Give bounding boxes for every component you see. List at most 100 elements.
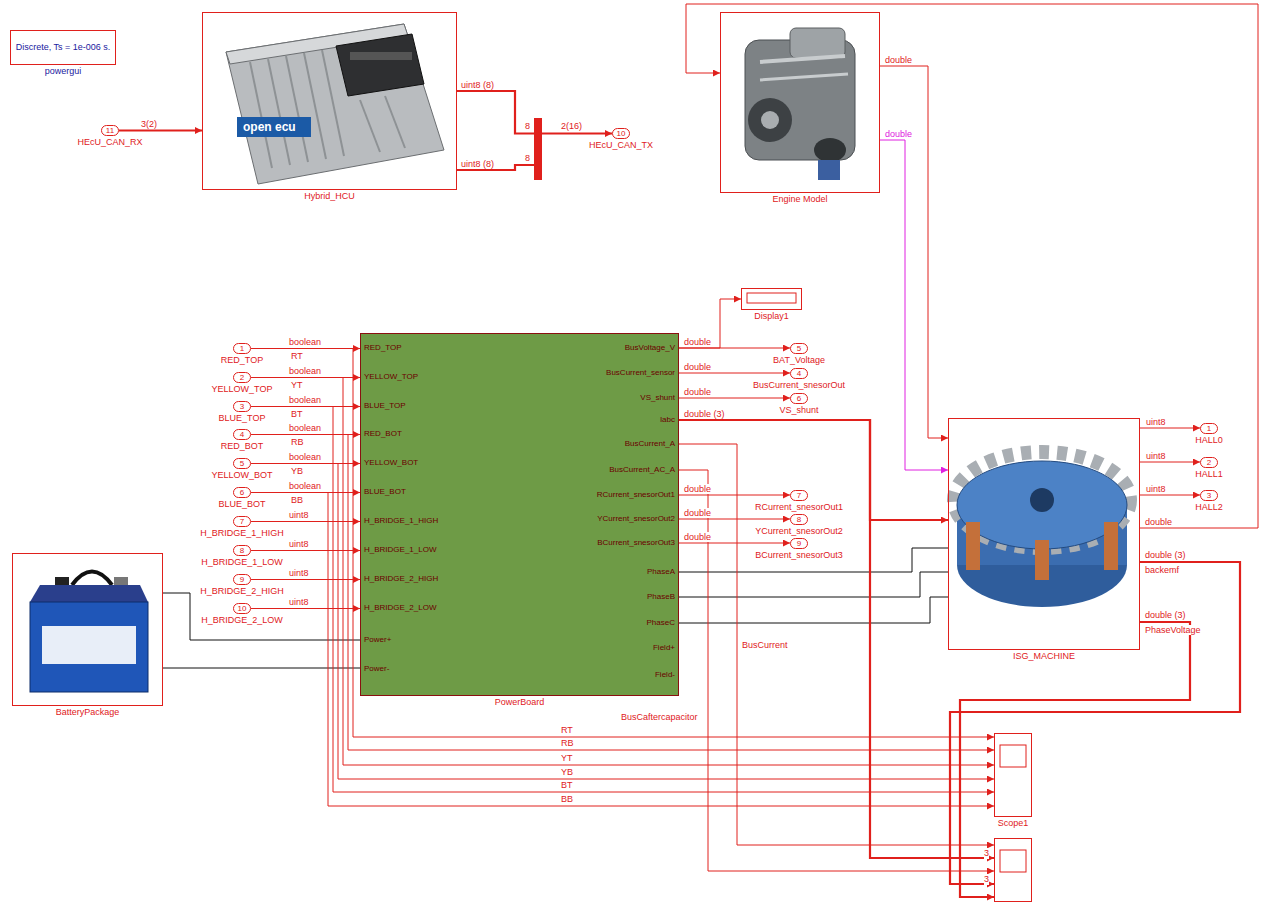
signal-line <box>163 593 360 640</box>
inport: 6BLUE_BOT <box>233 487 251 498</box>
inport: 7H_BRIDGE_1_HIGH <box>233 516 251 527</box>
signal-line <box>679 420 948 520</box>
signal-label: BB <box>560 794 574 804</box>
signal-line <box>679 519 790 520</box>
signal-line <box>679 543 790 544</box>
signal-label: double <box>683 508 712 518</box>
inport: 3BLUE_TOP <box>233 401 251 412</box>
signal-line <box>880 140 948 470</box>
signal-label: YB <box>290 466 304 476</box>
signal-line <box>1140 495 1200 496</box>
port-number: 5 <box>791 344 807 353</box>
port-number: 1 <box>1201 424 1217 433</box>
signal-label: PhaseVoltage <box>1144 625 1202 635</box>
pin-label: H_BRIDGE_1_HIGH <box>364 516 438 526</box>
inport: 1RED_TOP <box>233 343 251 354</box>
inport: 8H_BRIDGE_1_LOW <box>233 545 251 556</box>
port-number: 3 <box>1201 491 1217 500</box>
port-name: HEcU_CAN_RX <box>77 137 142 148</box>
signal-line <box>679 470 994 871</box>
signal-line <box>950 562 1240 884</box>
signal-width: 3 <box>984 874 989 885</box>
inport: 10H_BRIDGE_2_LOW <box>233 603 251 614</box>
engine-block: Engine Model <box>720 12 880 193</box>
block-name: powergui <box>45 66 82 77</box>
signal-label: uint8 <box>288 539 310 549</box>
signal-label: RT <box>290 351 304 361</box>
signal-line <box>119 129 202 131</box>
signal-line <box>1140 428 1200 429</box>
signal-label: YT <box>290 380 304 390</box>
outport: 2HALL1 <box>1200 457 1218 468</box>
port-name: BLUE_BOT <box>218 499 265 510</box>
pin-label: H_BRIDGE_1_LOW <box>364 545 436 555</box>
signal-label: RT <box>560 725 574 735</box>
port-number: 6 <box>234 488 250 497</box>
port-number: 1 <box>234 344 250 353</box>
signal-label: uint8 <box>288 510 310 520</box>
pin-label: PhaseB <box>647 592 675 602</box>
port-name: RED_TOP <box>221 355 263 366</box>
port-number: 11 <box>102 126 118 135</box>
pin-label: Power+ <box>364 635 391 645</box>
port-number: 10 <box>234 604 250 613</box>
signal-label: RB <box>560 738 575 748</box>
outport: 7RCurrent_snesorOut1 <box>790 490 808 501</box>
signal-label: 8 <box>524 153 531 163</box>
signal-label: BB <box>290 495 304 505</box>
signal-label: boolean <box>288 337 322 347</box>
port-name: H_BRIDGE_2_LOW <box>201 615 283 626</box>
signal-line <box>679 299 741 348</box>
signal-line <box>251 579 360 580</box>
signal-label: double <box>884 129 913 139</box>
isg-machine-block: ISG_MACHINE <box>948 418 1140 650</box>
block-name: Engine Model <box>772 194 827 205</box>
outport: 5BAT_Voltage <box>790 343 808 354</box>
signal-label: BusCaftercapacitor <box>620 712 699 722</box>
pin-label: BusCurrent_A <box>625 439 675 449</box>
port-number: 9 <box>234 575 250 584</box>
pin-label: YELLOW_BOT <box>364 458 418 468</box>
port-number: 4 <box>234 430 250 439</box>
signal-line <box>679 373 790 374</box>
signal-label: double <box>683 362 712 372</box>
signal-label: RB <box>290 437 305 447</box>
signal-label: double <box>1144 517 1173 527</box>
pin-label: BusCurrent_sensor <box>606 368 675 378</box>
port-name: YELLOW_TOP <box>212 384 273 395</box>
scope-block: Scope1 <box>994 733 1032 817</box>
pin-label: YELLOW_TOP <box>364 372 418 382</box>
display-screen <box>747 293 796 303</box>
outport: 1HALL0 <box>1200 423 1218 434</box>
signal-label: uint8 <box>1145 451 1167 461</box>
outport: 9BCurrent_snesorOut3 <box>790 538 808 549</box>
signal-line <box>679 548 948 572</box>
outport: 4BusCurrent_snesorOut <box>790 368 808 379</box>
mux-bar <box>457 118 542 180</box>
port-name: BLUE_TOP <box>219 413 266 424</box>
signal-line <box>880 66 948 438</box>
signal-label: uint8 (8) <box>460 159 495 169</box>
signal-label: double (3) <box>1144 550 1187 560</box>
pin-label: BusCurrent_AC_A <box>609 465 675 475</box>
port-number: 7 <box>234 517 250 526</box>
port-name: H_BRIDGE_2_HIGH <box>200 586 284 597</box>
powerboard-block: PowerBoardRED_TOPYELLOW_TOPBLUE_TOPRED_B… <box>360 333 679 696</box>
outport: 10HEcU_CAN_TX <box>612 128 630 139</box>
port-name: HEcU_CAN_TX <box>589 140 653 151</box>
port-number: 8 <box>791 515 807 524</box>
signal-label: 2(16) <box>560 121 583 131</box>
inport: 9H_BRIDGE_2_HIGH <box>233 574 251 585</box>
pin-label: Power- <box>364 664 389 674</box>
ecu-illustration <box>226 24 444 184</box>
signal-line <box>679 398 790 399</box>
block-name: BatteryPackage <box>56 707 120 718</box>
signal-label: YT <box>560 753 574 763</box>
port-number: 3 <box>234 402 250 411</box>
outport: 8YCurrent_snesorOut2 <box>790 514 808 525</box>
port-name: HALL1 <box>1195 469 1223 480</box>
signal-label: boolean <box>288 395 322 405</box>
signal-line <box>686 4 1258 528</box>
signal-label: backemf <box>1144 565 1180 575</box>
